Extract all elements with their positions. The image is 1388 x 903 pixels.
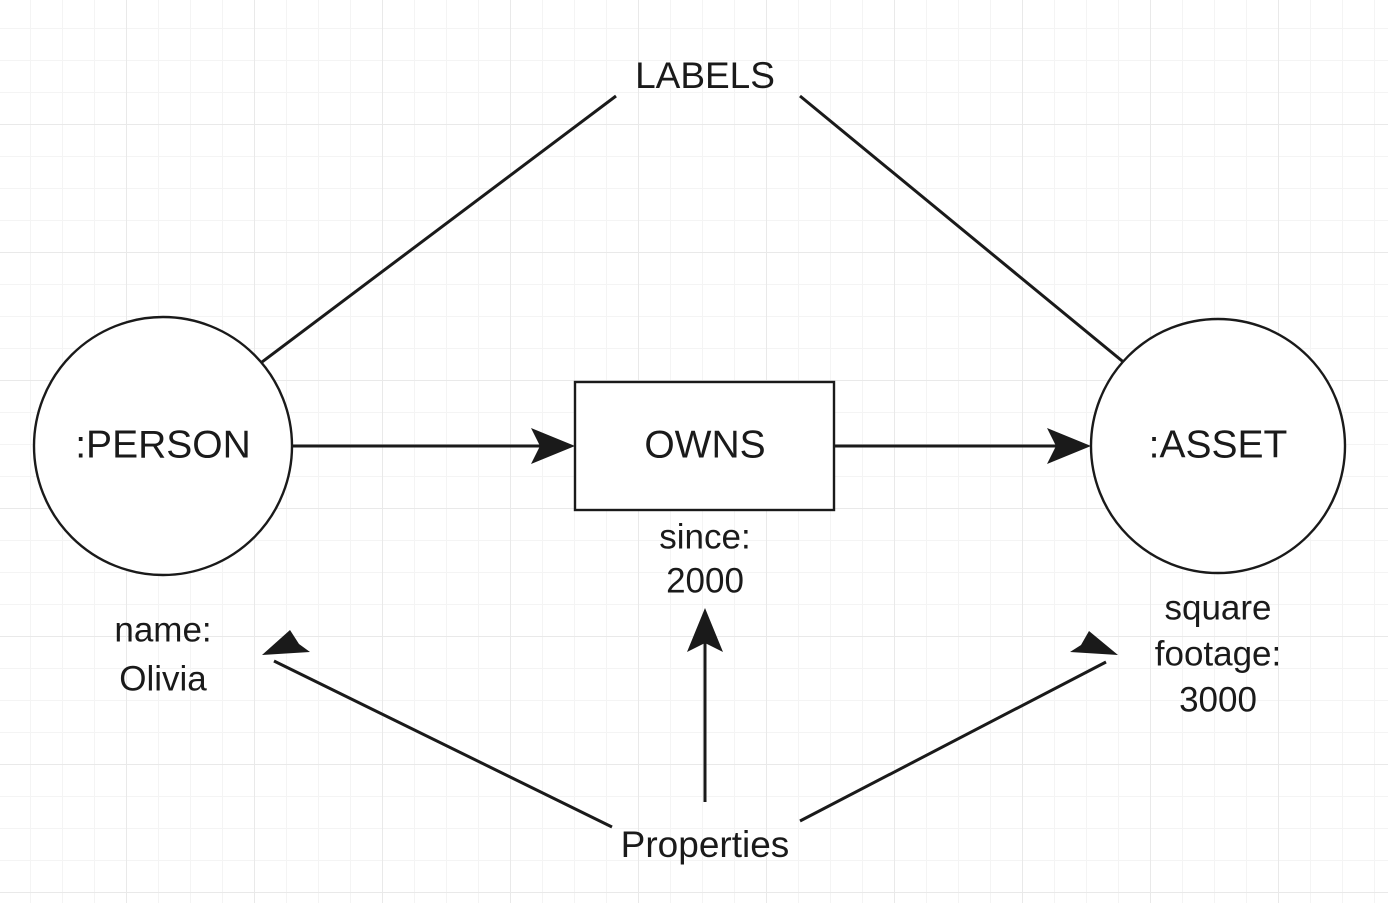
properties-annotation-text: Properties bbox=[621, 824, 790, 865]
annotation-arrow-properties-to-since bbox=[687, 608, 723, 802]
labels-annotation-text: LABELS bbox=[635, 55, 775, 96]
arrowhead-properties-since bbox=[687, 608, 723, 652]
property-person-line-0: name: bbox=[114, 610, 211, 649]
node-asset-label: :ASSET bbox=[1149, 423, 1288, 466]
property-asset-line-2: 3000 bbox=[1179, 680, 1257, 719]
labels-person-line bbox=[205, 94, 617, 406]
property-asset-line-1: footage: bbox=[1155, 634, 1282, 673]
property-owns-line-1: 2000 bbox=[666, 561, 744, 600]
property-asset-line-0: square bbox=[1164, 588, 1271, 627]
arrowhead-person-owns bbox=[531, 428, 575, 464]
node-person-circle[interactable] bbox=[32, 315, 294, 577]
properties-name-line bbox=[273, 659, 613, 829]
property-owns-line-0: since: bbox=[659, 517, 750, 556]
arrowhead-properties-name bbox=[262, 630, 310, 655]
labels-asset-line bbox=[799, 94, 1173, 404]
relationship-owns-asset bbox=[834, 428, 1091, 464]
properties-footage-line bbox=[799, 660, 1107, 823]
arrowhead-properties-footage bbox=[1070, 631, 1118, 655]
node-owns-label: OWNS bbox=[644, 423, 765, 466]
arrowhead-owns-asset bbox=[1047, 428, 1091, 464]
node-owns-rect[interactable] bbox=[573, 380, 836, 512]
node-person-label: :PERSON bbox=[75, 423, 251, 466]
property-person-line-1: Olivia bbox=[119, 659, 207, 698]
annotation-arrow-properties-to-footage bbox=[799, 631, 1118, 823]
node-asset-circle[interactable] bbox=[1089, 317, 1347, 575]
relationship-person-owns bbox=[293, 428, 575, 464]
annotation-arrow-properties-to-name bbox=[262, 630, 613, 829]
